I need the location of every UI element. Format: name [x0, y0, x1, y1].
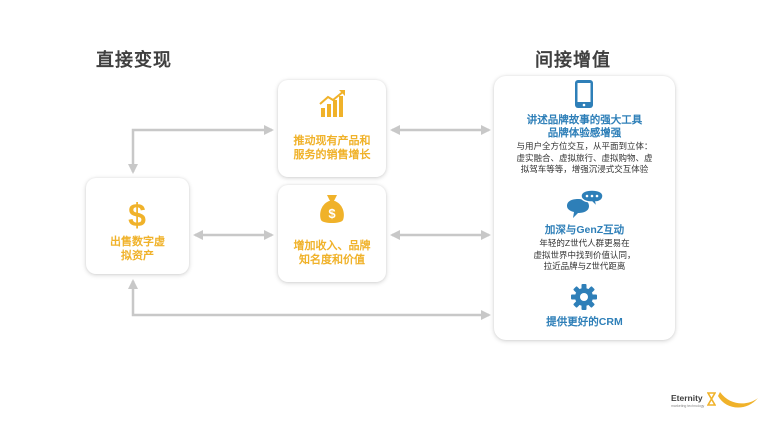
- genz-title: 加深与GenZ互动: [544, 224, 625, 236]
- heading-direct-monetization: 直接变现: [96, 50, 172, 70]
- money-bag-icon: $: [320, 195, 344, 223]
- push-label: 推动现有产品和 服务的销售增长: [278, 134, 386, 162]
- revenue-label-line-2: 知名度和价值: [299, 254, 365, 266]
- genz-body-line-3: 拉近品牌与Z世代距离: [543, 261, 626, 271]
- logo-tagline: marketing technology: [671, 404, 705, 408]
- story-title-line-1: 讲述品牌故事的强大工具: [526, 114, 643, 126]
- chat-bubbles-icon: [567, 189, 604, 218]
- sell-label-line-2: 拟资产: [121, 250, 154, 262]
- logo-name: Eternity: [671, 393, 703, 403]
- revenue-label-line-1: 增加收入、品牌: [293, 240, 371, 252]
- dollar-sign-icon: $: [128, 198, 146, 230]
- push-label-line-1: 推动现有产品和: [293, 135, 371, 147]
- story-title: 讲述品牌故事的强大工具 品牌体验感增强: [494, 114, 675, 140]
- svg-text:$: $: [328, 206, 336, 221]
- story-body-line-3: 拟驾车等等，增强沉浸式交互体验: [520, 164, 649, 174]
- story-title-line-2: 品牌体验感增强: [547, 127, 622, 139]
- card-push-sales: 推动现有产品和 服务的销售增长: [278, 80, 386, 177]
- logo-swoosh-icon: [718, 392, 758, 408]
- story-body-line-2: 虚实融合、虚拟旅行、虚拟购物、虚: [516, 152, 653, 163]
- card-sell-digital-assets: $ 出售数字虚 拟资产: [86, 178, 189, 274]
- revenue-label: 增加收入、品牌 知名度和价值: [278, 239, 386, 267]
- genz-body-line-1: 年轻的Z世代人群更易在: [539, 238, 630, 248]
- genz-body: 年轻的Z世代人群更易在 虚拟世界中找到价值认同， 拉近品牌与Z世代距离: [494, 238, 675, 273]
- panel-indirect-value: 讲述品牌故事的强大工具 品牌体验感增强 与用户全方位交互，从平面到立体： 虚实融…: [494, 76, 675, 340]
- svg-text:$: $: [128, 198, 146, 230]
- sell-label: 出售数字虚 拟资产: [86, 235, 189, 263]
- gear-icon: [571, 284, 597, 310]
- arrow-sell-to-push: [128, 125, 274, 174]
- bar-chart-growth-icon: [319, 90, 345, 117]
- logo-hourglass-icon: [707, 392, 716, 406]
- card-increase-revenue: $ 增加收入、品牌 知名度和价值: [278, 185, 386, 282]
- crm-title: 提供更好的CRM: [546, 316, 623, 328]
- genz-body-line-2: 虚拟世界中找到价值认同，: [533, 249, 636, 260]
- tablet-icon: [575, 80, 593, 108]
- push-label-line-2: 服务的销售增长: [293, 149, 371, 161]
- sell-label-line-1: 出售数字虚: [110, 236, 165, 248]
- heading-indirect-value: 间接增值: [535, 50, 611, 70]
- arrow-sell-to-crm: [128, 279, 491, 320]
- story-body-line-1: 与用户全方位交互，从平面到立体：: [516, 141, 653, 151]
- story-body: 与用户全方位交互，从平面到立体： 虚实融合、虚拟旅行、虚拟购物、虚 拟驾车等等，…: [494, 141, 675, 176]
